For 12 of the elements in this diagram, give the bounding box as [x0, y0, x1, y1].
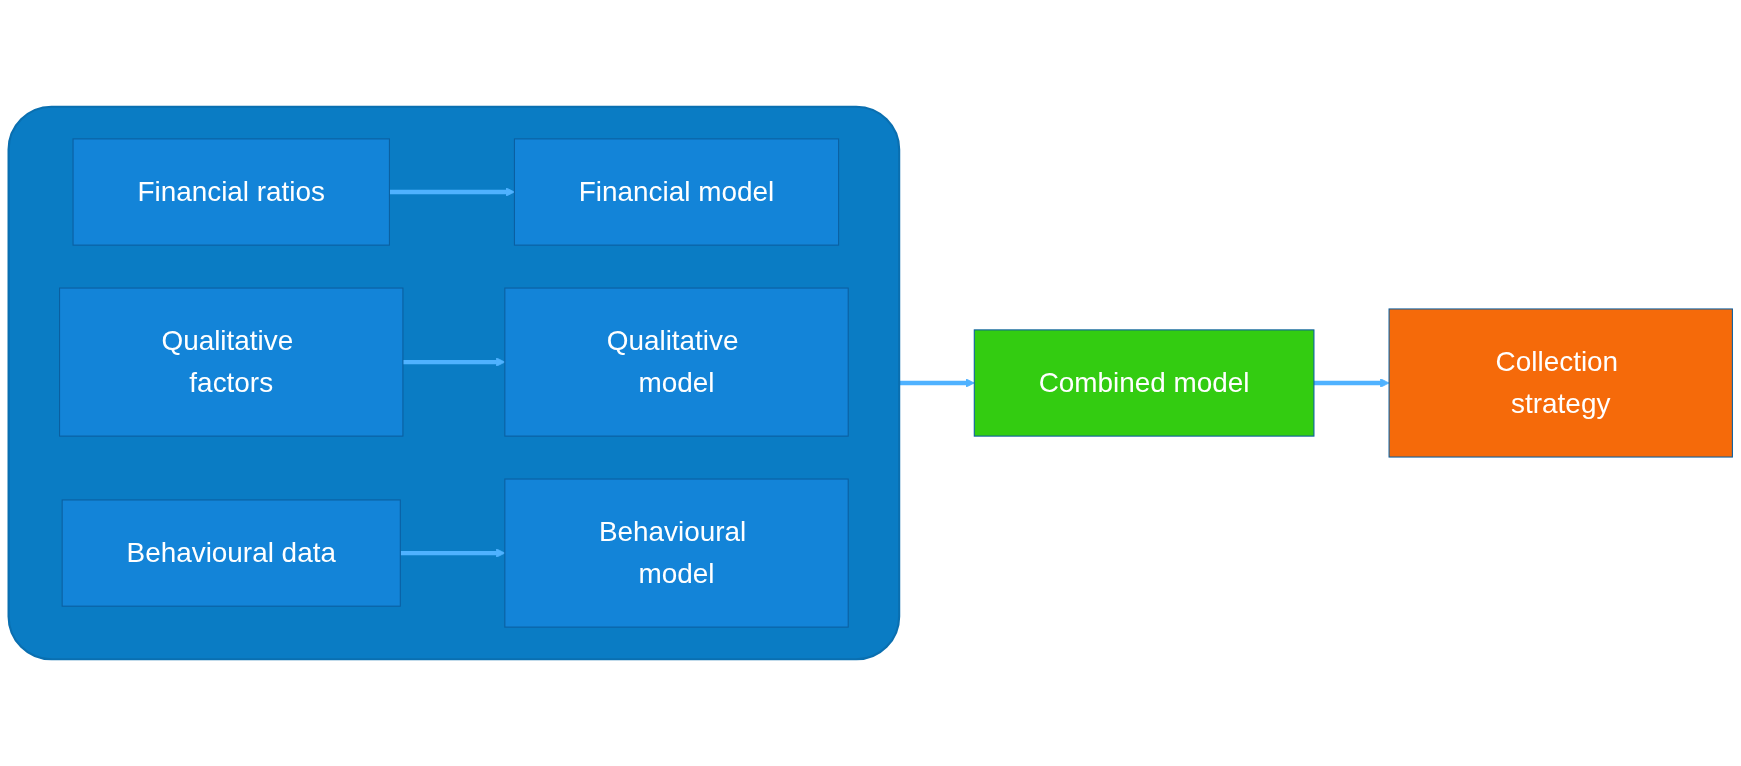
arrow	[389, 187, 515, 197]
node-box: Combined model	[973, 329, 1315, 437]
node-box: Qualitative factors	[59, 287, 404, 437]
node-box: Financial model	[513, 138, 840, 246]
arrow	[1313, 378, 1390, 388]
node-box: Behavioural model	[504, 478, 849, 628]
cluster	[7, 105, 901, 661]
node-box: Financial ratios	[72, 138, 390, 246]
arrow	[899, 378, 975, 388]
node-box: Behavioural data	[61, 499, 401, 607]
node-box: Qualitative model	[504, 287, 849, 437]
node-box: Collection strategy	[1388, 308, 1733, 458]
